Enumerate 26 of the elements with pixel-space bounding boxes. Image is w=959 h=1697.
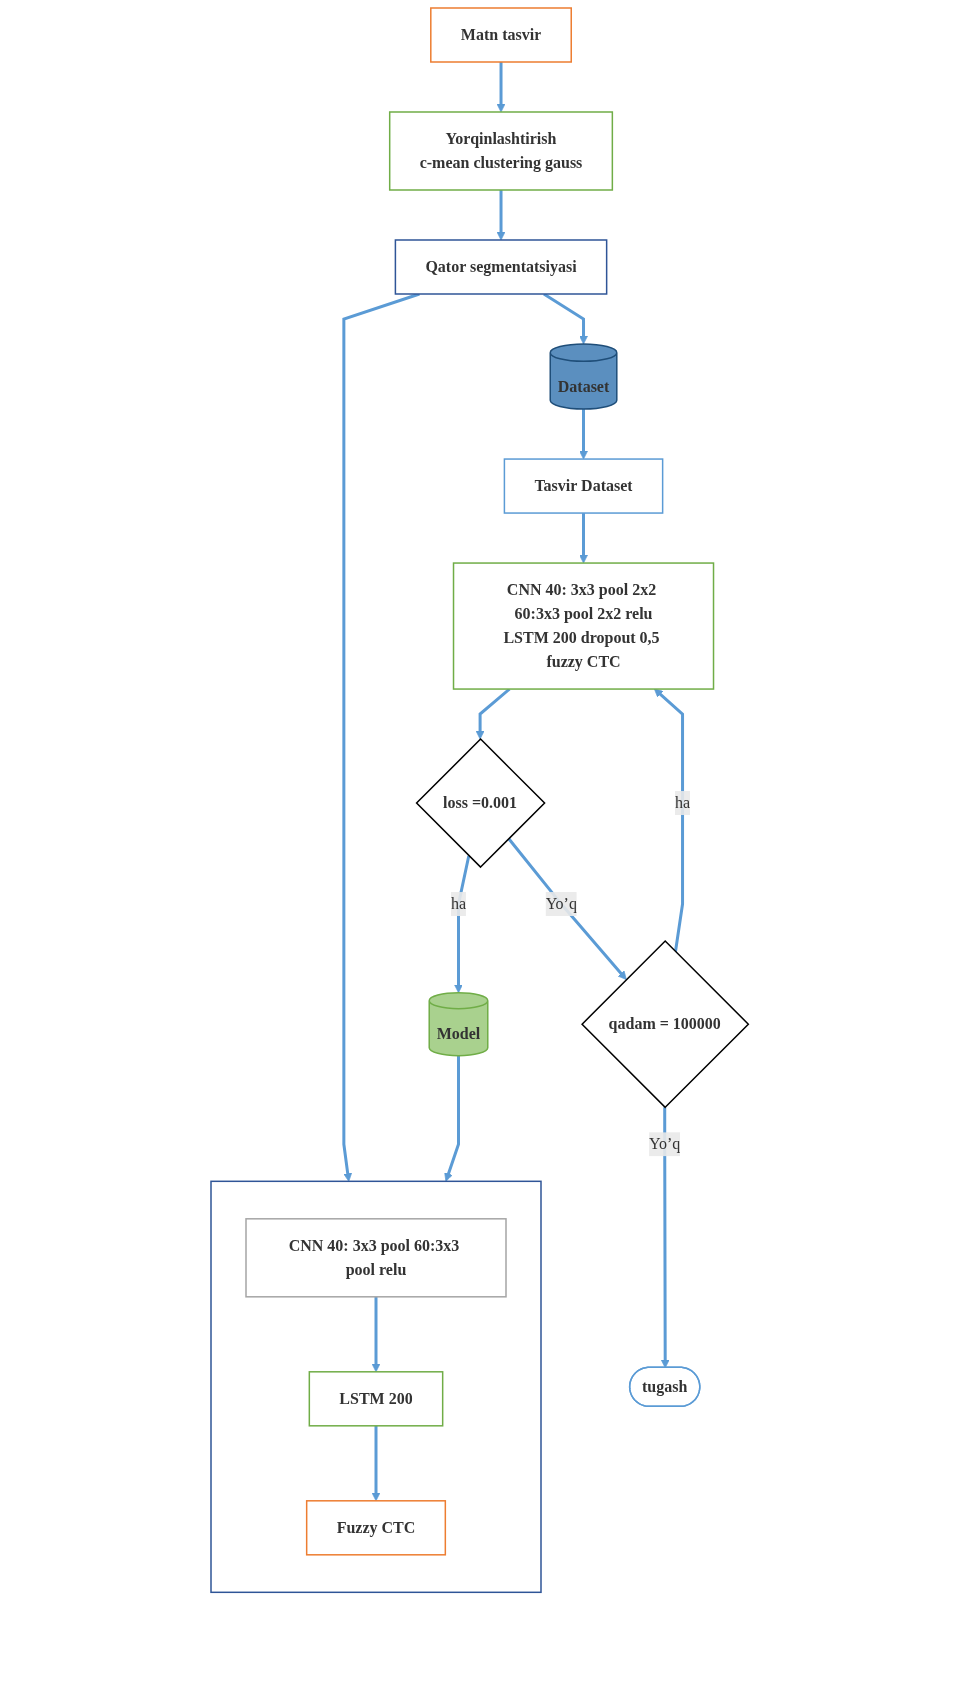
arrow [653, 688, 684, 952]
node-diamond: loss =0.001 [415, 738, 546, 869]
arrow [578, 409, 588, 460]
arrow [660, 1107, 670, 1369]
arrow [496, 190, 506, 241]
edge-label: Yo’q [545, 895, 577, 913]
node-box: CNN 40: 3x3 pool 2x2 60:3x3 pool 2x2 relu LSTM 200 dropout 0,5 fuzzy CTC [452, 562, 715, 690]
arrow [507, 837, 627, 980]
node-box: LSTM 200 [308, 1371, 444, 1427]
arrow [496, 62, 506, 113]
arrow [453, 855, 471, 994]
node-diamond: qadam = 100000 [580, 940, 750, 1109]
edge-label: ha [450, 895, 466, 913]
node-box: Yorqinlashtirish c-mean clustering gauss [388, 111, 613, 191]
edge-label: ha [674, 794, 690, 812]
arrow [371, 1425, 381, 1502]
node-box: Qator segmentatsiyasi [394, 239, 608, 295]
edge-label: Yo’q [648, 1135, 681, 1153]
arrow [578, 513, 588, 564]
node-box: CNN 40: 3x3 pool 60:3x3 pool relu [245, 1218, 507, 1298]
cluster [210, 1180, 542, 1594]
node-box: Tasvir Dataset [503, 458, 664, 514]
node-box: Matn tasvir [429, 7, 572, 63]
arrow [371, 1296, 381, 1373]
node-box: Fuzzy CTC [305, 1500, 446, 1556]
arrow [444, 1055, 460, 1182]
